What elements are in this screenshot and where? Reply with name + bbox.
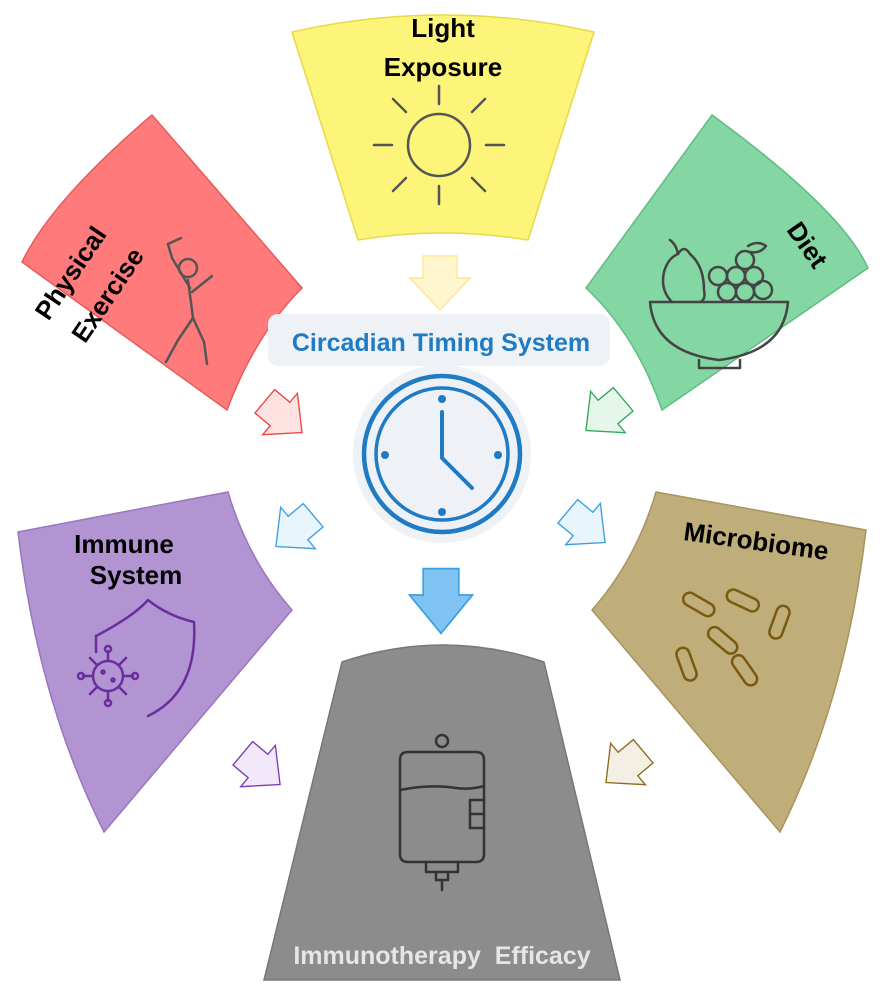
segment-immune-shape	[17, 491, 293, 834]
arrow-center-to-immune	[257, 493, 332, 568]
segment-therapy-shape	[263, 644, 621, 981]
arrow-diet-to-center	[567, 377, 642, 452]
arrow-light-to-center	[409, 255, 471, 311]
shield-virus-icon	[76, 598, 196, 718]
segment-microbiome-shape	[591, 491, 867, 834]
arrow-immune-to-therapy	[224, 731, 299, 806]
golfer-icon	[164, 236, 214, 366]
segment-light-label-1: Light	[411, 13, 475, 43]
segment-light-exposure: Light Exposure	[291, 13, 595, 241]
iv-bag-icon	[398, 733, 486, 892]
segment-therapy-label: Immunotherapy Efficacy	[293, 942, 590, 970]
arrow-center-to-therapy	[408, 567, 474, 635]
center-title: Circadian Timing System	[292, 329, 590, 357]
arrow-exercise-to-center	[246, 379, 321, 454]
segment-microbiome: Microbiome	[591, 491, 867, 834]
segment-immune-label-1: Immune	[74, 529, 174, 559]
segment-physical-exercise: Physical Exercise	[21, 113, 304, 412]
center-hub: Circadian Timing System	[268, 314, 610, 543]
bacteria-icon	[675, 588, 791, 687]
segment-light-shape	[291, 14, 595, 241]
segment-light-label-2: Exposure	[384, 52, 503, 82]
segment-diet-shape	[585, 113, 869, 412]
segment-immune-system: Immune System	[17, 491, 293, 834]
arrow-center-to-microbiome	[549, 489, 624, 564]
segment-immunotherapy-efficacy: Immunotherapy Efficacy	[263, 644, 621, 981]
segment-diet: Diet	[585, 113, 869, 412]
segment-immune-label-2: System	[90, 560, 183, 590]
sun-icon	[372, 84, 506, 206]
fruit-bowl-icon	[648, 238, 790, 370]
arrow-microbiome-to-therapy	[587, 729, 662, 804]
center-title-box	[268, 314, 610, 366]
clock-icon	[353, 365, 531, 543]
